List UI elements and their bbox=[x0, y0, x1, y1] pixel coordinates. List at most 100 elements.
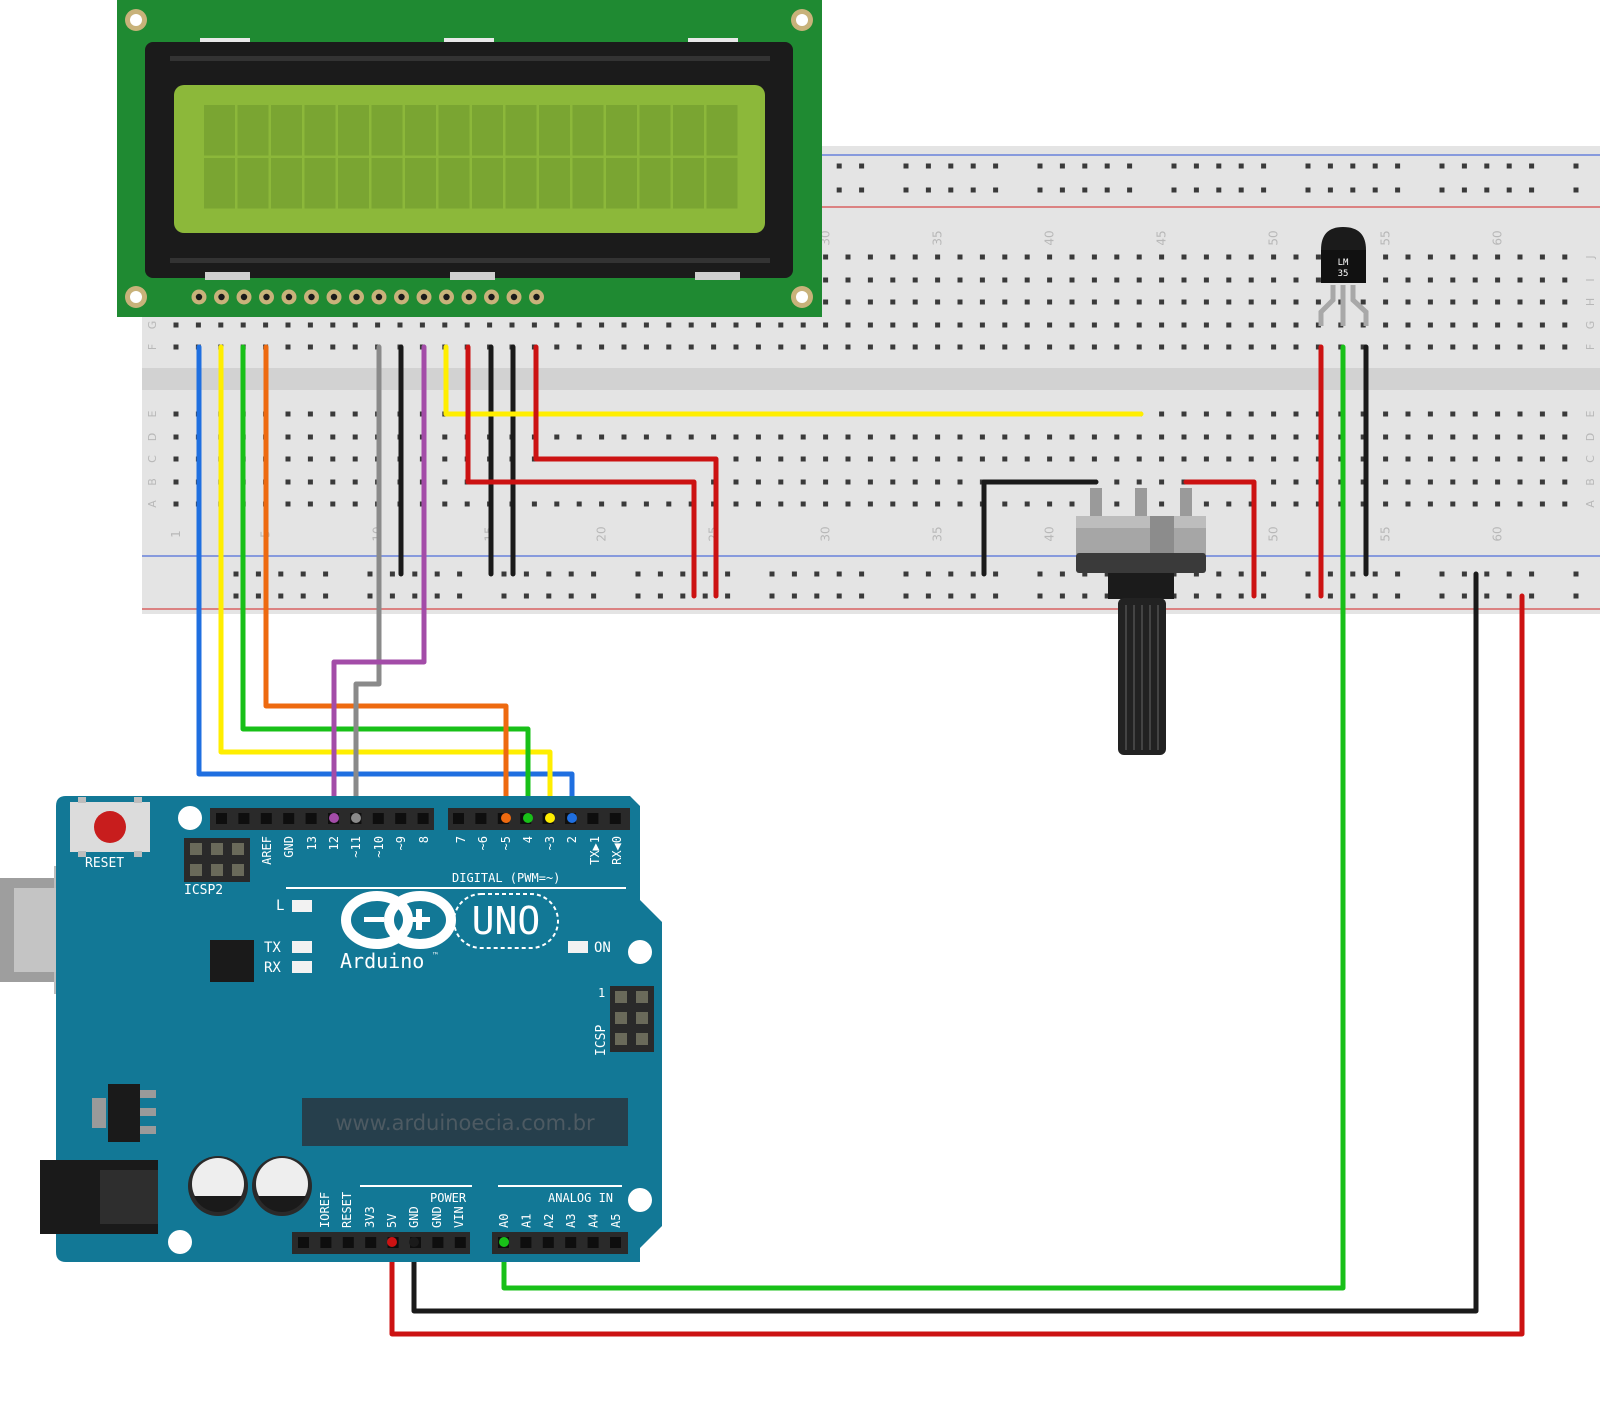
breadboard-hole bbox=[957, 322, 963, 328]
rail-hole bbox=[1529, 163, 1535, 169]
breadboard-hole bbox=[688, 501, 694, 507]
breadboard-hole bbox=[1002, 456, 1008, 462]
rail-hole bbox=[1305, 163, 1311, 169]
rail-hole bbox=[501, 593, 507, 599]
rail-hole bbox=[1193, 187, 1199, 193]
breadboard-hole bbox=[1069, 434, 1075, 440]
breadboard-hole bbox=[1562, 299, 1568, 305]
breadboard-hole bbox=[1405, 344, 1411, 350]
row-letter: D bbox=[146, 433, 159, 441]
rail-hole bbox=[1104, 593, 1110, 599]
lcd-cell bbox=[505, 158, 537, 209]
rail-hole bbox=[233, 571, 239, 577]
breadboard-hole bbox=[1517, 299, 1523, 305]
breadboard-hole bbox=[442, 456, 448, 462]
rail-hole bbox=[1216, 163, 1222, 169]
rail-hole bbox=[1439, 163, 1445, 169]
breadboard-hole bbox=[1091, 456, 1097, 462]
power-pin-label: VIN bbox=[452, 1206, 466, 1228]
breadboard-hole bbox=[778, 344, 784, 350]
breadboard-hole bbox=[800, 479, 806, 485]
rail-hole bbox=[1238, 187, 1244, 193]
breadboard-hole bbox=[1495, 254, 1501, 260]
icsp-header bbox=[610, 986, 654, 1052]
lcd-pin-header bbox=[191, 289, 544, 305]
breadboard-hole bbox=[800, 501, 806, 507]
breadboard-hole bbox=[1203, 277, 1209, 283]
breadboard-hole bbox=[1383, 344, 1389, 350]
rail-hole bbox=[1104, 163, 1110, 169]
breadboard-hole bbox=[1539, 411, 1545, 417]
rail-hole bbox=[903, 571, 909, 577]
row-letter: F bbox=[1584, 344, 1597, 350]
breadboard-hole bbox=[643, 344, 649, 350]
breadboard-hole bbox=[755, 434, 761, 440]
rail-hole bbox=[1082, 571, 1088, 577]
row-letter: C bbox=[146, 455, 159, 463]
breadboard-hole bbox=[330, 456, 336, 462]
column-number: 60 bbox=[1491, 230, 1505, 245]
breadboard-hole bbox=[307, 411, 313, 417]
rail-hole bbox=[389, 571, 395, 577]
rail-hole bbox=[1037, 571, 1043, 577]
mount-hole bbox=[168, 1230, 192, 1254]
breadboard-hole bbox=[1181, 456, 1187, 462]
header-hole bbox=[520, 1237, 532, 1248]
breadboard-hole bbox=[845, 344, 851, 350]
reset-button[interactable] bbox=[70, 797, 150, 857]
icsp-pin bbox=[636, 991, 648, 1003]
breadboard-hole bbox=[867, 344, 873, 350]
breadboard-hole bbox=[1293, 501, 1299, 507]
breadboard-hole bbox=[1427, 277, 1433, 283]
breadboard-hole bbox=[979, 299, 985, 305]
breadboard-hole bbox=[733, 501, 739, 507]
rail-hole bbox=[948, 163, 954, 169]
breadboard-hole bbox=[464, 501, 470, 507]
lcd-cell bbox=[371, 158, 403, 209]
icsp-pin bbox=[615, 1033, 627, 1045]
potentiometer-icon[interactable] bbox=[1076, 488, 1206, 755]
breadboard-hole bbox=[1472, 254, 1478, 260]
wire-lcd-d4-to-pin5 bbox=[263, 344, 509, 821]
breadboard-hole bbox=[307, 434, 313, 440]
breadboard-hole bbox=[1450, 456, 1456, 462]
breadboard-hole bbox=[1405, 501, 1411, 507]
rail-hole bbox=[993, 163, 999, 169]
icsp-pin bbox=[615, 991, 627, 1003]
breadboard-hole bbox=[1024, 456, 1030, 462]
wire-lcd-vdd-to-5v bbox=[533, 344, 719, 599]
breadboard-hole bbox=[1315, 299, 1321, 305]
breadboard-hole bbox=[733, 479, 739, 485]
led-rx bbox=[292, 961, 312, 973]
breadboard-hole bbox=[1159, 344, 1165, 350]
lcd-cell bbox=[338, 158, 369, 209]
breadboard-hole bbox=[979, 456, 985, 462]
column-number: 55 bbox=[1379, 526, 1393, 541]
breadboard-hole bbox=[1427, 299, 1433, 305]
breadboard-hole bbox=[1427, 322, 1433, 328]
mount-hole bbox=[628, 1188, 652, 1212]
lcd-cell bbox=[438, 105, 470, 156]
breadboard-hole bbox=[800, 344, 806, 350]
rail-hole bbox=[568, 571, 574, 577]
digital-pin-label: ~3 bbox=[543, 836, 557, 850]
breadboard-hole bbox=[711, 434, 717, 440]
rail-hole bbox=[859, 593, 865, 599]
row-letter: A bbox=[1584, 500, 1597, 508]
breadboard-hole bbox=[867, 277, 873, 283]
uno-model-label: UNO bbox=[472, 899, 541, 943]
rail-hole bbox=[791, 571, 797, 577]
breadboard-hole bbox=[1024, 277, 1030, 283]
rail-hole bbox=[925, 187, 931, 193]
lcd-cell bbox=[237, 158, 269, 209]
rail-hole bbox=[278, 593, 284, 599]
breadboard-hole bbox=[1405, 322, 1411, 328]
breadboard-hole bbox=[621, 322, 627, 328]
rail-hole bbox=[1261, 187, 1267, 193]
breadboard-hole bbox=[755, 322, 761, 328]
rail-hole bbox=[1238, 571, 1244, 577]
breadboard-hole bbox=[1002, 254, 1008, 260]
breadboard-hole bbox=[1136, 299, 1142, 305]
breadboard-hole bbox=[1539, 277, 1545, 283]
